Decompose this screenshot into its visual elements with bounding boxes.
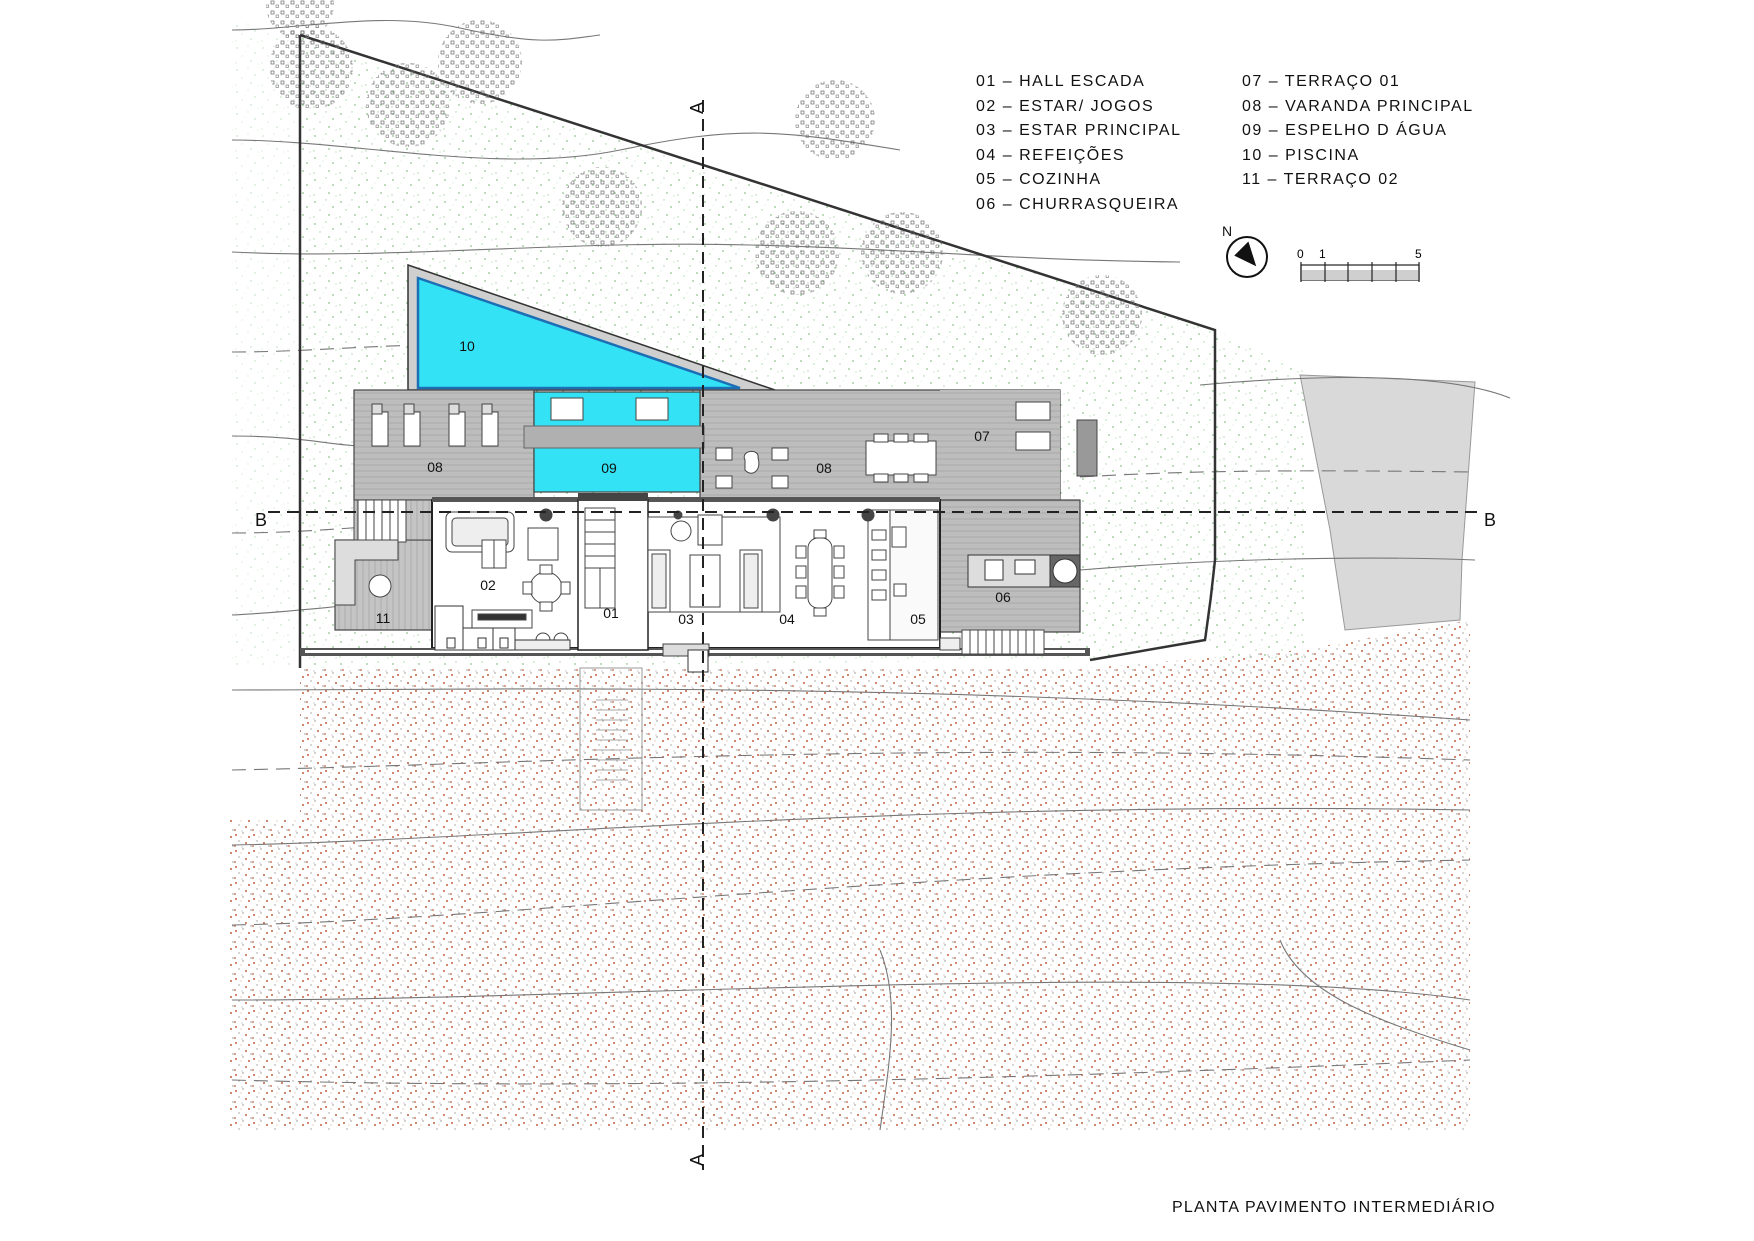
service-block xyxy=(434,605,571,651)
house-top-wall xyxy=(432,497,940,502)
trees xyxy=(266,0,1142,355)
legend-left: 01 – HALL ESCADA 02 – ESTAR/ JOGOS 03 – … xyxy=(976,70,1181,217)
room-04-furniture xyxy=(795,529,845,617)
legend-item: 02 – ESTAR/ JOGOS xyxy=(976,97,1155,115)
scale-bar: 0 1 5 xyxy=(1297,247,1422,282)
room-02-furniture xyxy=(445,508,571,648)
legend-item: 05 – COZINHA xyxy=(976,171,1102,188)
lower-stair-steps xyxy=(596,699,628,781)
lawn-top-outside xyxy=(232,20,300,668)
section-label-a-bottom: A xyxy=(687,1154,707,1166)
legend-item: 06 – CHURRASQUEIRA xyxy=(976,195,1180,213)
stair-hall-01 xyxy=(577,499,649,651)
sun-loungers xyxy=(371,397,1051,451)
legend-item: 10 – PISCINA xyxy=(1242,146,1360,164)
legend-item: 04 – REFEIÇÕES xyxy=(976,146,1126,164)
legend-item: 07 – TERRAÇO 01 xyxy=(1242,73,1401,90)
gravel-ground xyxy=(230,620,1470,1130)
terrace-11-bench xyxy=(334,539,399,606)
room-label-01: 01 xyxy=(603,605,619,621)
legend-item: 09 – ESPELHO D ÁGUA xyxy=(1242,122,1448,139)
contour-lines xyxy=(231,19,1511,1131)
stair-06 xyxy=(961,629,1045,655)
legend-item: 03 – ESTAR PRINCIPAL xyxy=(976,122,1182,139)
room-label-09: 09 xyxy=(601,460,617,476)
room-06-furniture xyxy=(967,554,1081,588)
scale-label-1: 1 xyxy=(1319,247,1326,261)
lawn-outside xyxy=(1215,330,1305,660)
legend-item: 08 – VARANDA PRINCIPAL xyxy=(1242,97,1474,115)
room-label-07: 07 xyxy=(974,428,990,444)
room-label-04: 04 xyxy=(779,611,795,627)
room-label-06: 06 xyxy=(995,589,1011,605)
rock-slope xyxy=(1299,374,1476,631)
legend-item: 01 – HALL ESCADA xyxy=(976,73,1146,90)
section-label-a-top: A xyxy=(687,102,707,114)
room-label-05: 05 xyxy=(910,611,926,627)
north-label: N xyxy=(1222,223,1232,239)
north-arrow: N xyxy=(1222,223,1268,278)
room-label-02: 02 xyxy=(480,577,496,593)
drawing-title: PLANTA PAVIMENTO INTERMEDIÁRIO xyxy=(1172,1199,1496,1216)
walkway-slab xyxy=(523,425,705,449)
scale-label-5: 5 xyxy=(1415,247,1422,261)
stairs-01 xyxy=(584,507,616,609)
lower-stair-outline xyxy=(579,667,643,811)
hall-wall xyxy=(578,493,648,501)
scale-label-0: 0 xyxy=(1297,247,1304,261)
pool-water xyxy=(416,276,741,390)
room-label-11: 11 xyxy=(376,610,391,626)
lot-boundary xyxy=(299,33,1217,662)
terrace-11-table xyxy=(368,574,392,598)
room-05-furniture xyxy=(861,508,961,651)
section-label-b-right: B xyxy=(1484,510,1496,530)
room-label-08b: 08 xyxy=(816,460,832,476)
stair-11 xyxy=(357,499,407,543)
room-label-08a: 08 xyxy=(427,459,443,475)
room-03-furniture xyxy=(647,508,781,673)
room-label-10: 10 xyxy=(459,338,475,354)
terrace-furniture xyxy=(715,419,1098,489)
room-label-03: 03 xyxy=(678,611,694,627)
legend-right: 07 – TERRAÇO 01 08 – VARANDA PRINCIPAL 0… xyxy=(1242,70,1474,193)
legend-item: 11 – TERRAÇO 02 xyxy=(1242,171,1400,188)
section-label-b-left: B xyxy=(255,510,267,530)
